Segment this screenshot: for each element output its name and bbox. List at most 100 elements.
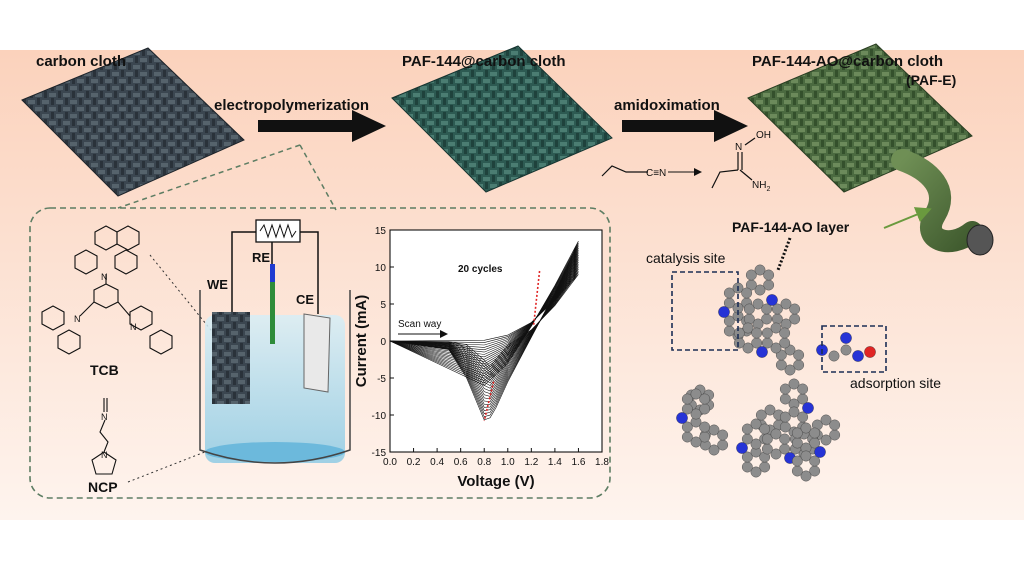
we-label: WE	[207, 277, 228, 292]
carbon-atom	[742, 342, 754, 354]
carbon-atom	[791, 437, 803, 449]
carbon-atom	[770, 322, 782, 334]
y-tick-label: 0	[380, 337, 386, 348]
x-tick-label: 0.2	[407, 457, 421, 468]
x-axis-label: Voltage (V)	[457, 473, 534, 490]
carbon-atom	[742, 322, 754, 334]
cell-bottom	[205, 442, 345, 462]
carbon-atom	[681, 431, 693, 443]
carbon-atom	[690, 388, 702, 400]
carbon-atom	[755, 409, 767, 421]
carbon-atom	[761, 327, 773, 339]
carbon-atom	[733, 327, 745, 339]
carbon-atom	[775, 359, 787, 371]
carbon-atom	[750, 438, 762, 450]
oh-label: OH	[756, 130, 771, 141]
label-paf-e: (PAF-E)	[906, 72, 956, 88]
carbon-atom	[723, 315, 735, 327]
ncp-n-nitrile: N	[101, 412, 108, 422]
label-amidoximation: amidoximation	[614, 97, 720, 114]
carbon-atom	[828, 350, 840, 362]
nitrogen-atom	[766, 294, 778, 306]
amidoxime-structure: N OH NH2	[711, 130, 771, 193]
nitrogen-atom	[676, 412, 688, 424]
nitrogen-atom	[852, 350, 864, 362]
inset-frame	[29, 207, 611, 499]
y-tick-label: 5	[380, 300, 386, 311]
carbon-atom	[797, 383, 809, 395]
y-tick-label: 10	[375, 263, 387, 274]
adsorption-site-label: adsorption site	[850, 375, 941, 391]
carbon-atom	[800, 450, 812, 462]
tcb-n1: N	[101, 272, 108, 282]
nitrogen-atom	[840, 332, 852, 344]
x-tick-label: 0.0	[383, 457, 397, 468]
carbon-atom	[743, 303, 755, 315]
carbon-cloth-image	[21, 47, 245, 197]
carbon-atom	[690, 408, 702, 420]
carbon-atom	[681, 393, 693, 405]
carbon-atom	[741, 423, 753, 435]
y-tick-label: 15	[375, 226, 387, 237]
x-tick-label: 0.4	[430, 457, 444, 468]
carbon-atom	[770, 342, 782, 354]
label-carbon-cloth: carbon cloth	[36, 53, 126, 70]
carbon-atom	[743, 313, 755, 325]
n-label: N	[735, 142, 742, 153]
nitrogen-atom	[736, 442, 748, 454]
carbon-atom	[800, 470, 812, 482]
carbon-atom	[791, 465, 803, 477]
ncp-molecule	[91, 398, 117, 475]
carbon-atom	[779, 393, 791, 405]
x-tick-label: 1.8	[595, 457, 609, 468]
carbon-atom	[717, 429, 729, 441]
carbon-atom	[809, 427, 821, 439]
carbon-atom	[793, 349, 805, 361]
nitrogen-atom	[814, 446, 826, 458]
reference-electrode	[270, 282, 275, 344]
label-paf144ao-cloth: PAF-144-AO@carbon cloth	[752, 53, 943, 70]
re-label: RE	[252, 250, 270, 265]
x-tick-label: 1.4	[548, 457, 562, 468]
carbon-atom	[752, 298, 764, 310]
carbon-atom	[723, 287, 735, 299]
ao-layer-label: PAF-144-AO layer	[732, 219, 850, 235]
ce-wire	[300, 231, 319, 314]
y-tick-label: -15	[372, 448, 387, 459]
cv-cycle-curve	[389, 240, 579, 421]
nitrogen-atom	[802, 402, 814, 414]
arrow-amidoximation	[622, 110, 748, 142]
y-tick-label: -10	[372, 411, 387, 422]
growth-trend-arrow	[532, 270, 541, 325]
carbon-atom	[681, 421, 693, 433]
carbon-atom	[771, 313, 783, 325]
carbon-atom	[788, 406, 800, 418]
carbon-atom	[779, 421, 791, 433]
electrochemical-cell	[199, 219, 351, 464]
carbon-atom	[699, 393, 711, 405]
inset-lead-right	[299, 144, 337, 211]
carbon-atom	[788, 378, 800, 390]
carbon-atom	[779, 433, 791, 445]
nitrogen-atom	[756, 346, 768, 358]
carbon-atom	[829, 419, 841, 431]
carbon-atom	[754, 284, 766, 296]
carbon-atom	[791, 455, 803, 467]
carbon-atom	[820, 414, 832, 426]
y-axis-label: Current (mA)	[353, 295, 370, 388]
label-paf144-cloth: PAF-144@carbon cloth	[402, 53, 566, 70]
carbon-atom	[780, 298, 792, 310]
carbon-atom	[741, 287, 753, 299]
carbon-atom	[809, 455, 821, 467]
carbon-atom	[791, 427, 803, 439]
carbon-atom	[699, 421, 711, 433]
x-tick-label: 1.6	[571, 457, 585, 468]
ncp-n-ring: N	[101, 450, 108, 460]
carbon-atom	[708, 444, 720, 456]
paf144-cloth-image	[391, 45, 613, 193]
carbon-atom	[784, 364, 796, 376]
carbon-atom	[690, 436, 702, 448]
working-electrode	[212, 312, 250, 404]
carbon-atom	[754, 264, 766, 276]
